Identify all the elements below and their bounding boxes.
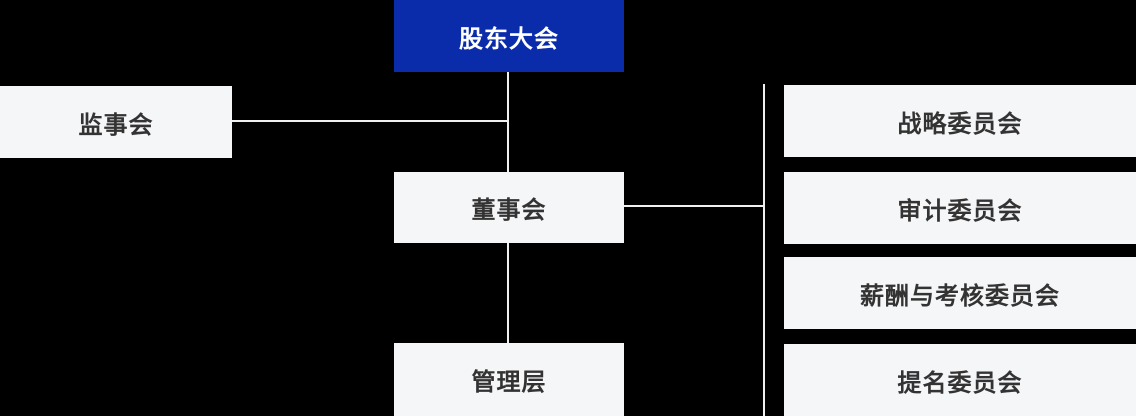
connector-board-committees — [624, 205, 763, 207]
org-node-remuneration-assessment-committee: 薪酬与考核委员会 — [784, 257, 1136, 329]
org-node-nomination-committee: 提名委员会 — [784, 344, 1136, 416]
org-node-label: 战略委员会 — [897, 110, 1023, 138]
org-node-audit-committee: 审计委员会 — [784, 172, 1136, 244]
org-node-board-of-directors: 董事会 — [394, 172, 624, 243]
connector-committees-vertical — [763, 84, 765, 416]
org-node-label: 管理层 — [471, 369, 547, 396]
org-node-label: 监事会 — [78, 111, 154, 139]
connector-board-management — [507, 243, 509, 343]
org-node-strategy-committee: 战略委员会 — [784, 85, 1136, 157]
connector-supervisors — [232, 120, 507, 122]
connector-shareholders-board — [507, 72, 509, 172]
org-node-shareholders-meeting: 股东大会 — [394, 0, 624, 72]
org-node-label: 审计委员会 — [897, 197, 1023, 225]
org-node-label: 股东大会 — [459, 25, 559, 53]
org-node-label: 薪酬与考核委员会 — [860, 282, 1060, 310]
org-node-management: 管理层 — [394, 343, 624, 416]
org-node-board-of-supervisors: 监事会 — [0, 86, 232, 158]
org-node-label: 提名委员会 — [897, 369, 1023, 397]
org-node-label: 董事会 — [471, 197, 547, 224]
